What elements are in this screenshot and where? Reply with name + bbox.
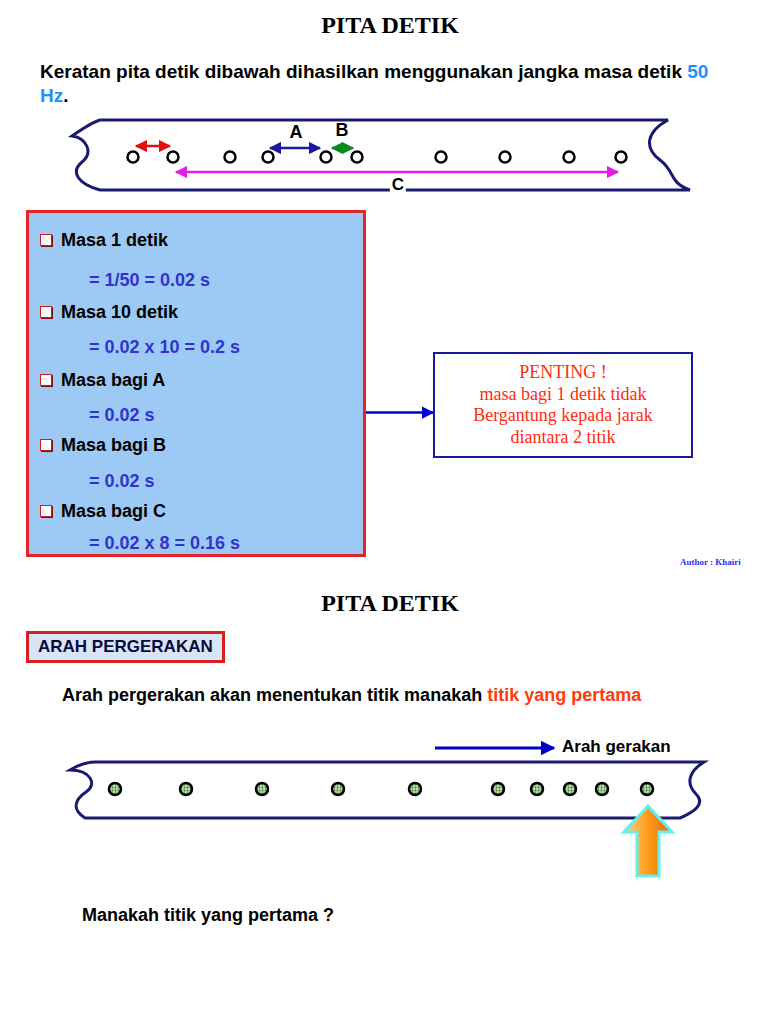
connector-arrow xyxy=(366,411,433,414)
ticker-tape xyxy=(70,762,704,818)
pointer-arrow xyxy=(624,806,672,876)
author-note: Author : Khairi xyxy=(680,558,741,568)
list-bullet xyxy=(40,439,52,451)
intro-text: . xyxy=(63,85,68,106)
ticker-dots xyxy=(109,783,653,795)
list-bullet xyxy=(40,306,52,318)
list-value: = 0.02 s xyxy=(89,404,155,426)
info-panel: Masa 1 detik = 1/50 = 0.02 s Masa 10 detik… xyxy=(26,210,366,557)
note-heading: PENTING ! xyxy=(445,362,681,384)
interval-label: A xyxy=(290,123,303,143)
interval-label: B xyxy=(336,121,349,141)
intro-text: Keratan pita detik dibawah dihasilkan me… xyxy=(40,61,682,82)
interval-c-arrow xyxy=(176,171,618,174)
list-value: = 0.02 s xyxy=(89,470,155,492)
list-value: = 1/50 = 0.02 s xyxy=(89,269,210,291)
list-bullet xyxy=(40,374,52,386)
list-item: Masa 10 detik xyxy=(61,301,178,323)
interval-b-arrow xyxy=(332,147,353,150)
list-item: Masa 1 detik xyxy=(61,229,168,251)
ticker-dots xyxy=(128,152,627,163)
text-line: Arah pergerakan akan menentukan titik ma… xyxy=(62,684,762,707)
list-item: Masa bagi C xyxy=(61,500,166,522)
ticker-tape xyxy=(72,120,690,190)
highlight-text: titik yang pertama xyxy=(487,685,641,705)
text-line: Keratan pita detik dibawah dihasilkan me… xyxy=(40,60,730,108)
list-item: Masa bagi B xyxy=(61,434,166,456)
slide-title: PITA DETIK xyxy=(321,590,459,616)
tick-interval-arrow xyxy=(136,145,170,148)
motion-arrow xyxy=(435,747,554,750)
list-value: = 0.02 x 8 = 0.16 s xyxy=(89,532,240,554)
motion-label: Arah gerakan xyxy=(562,738,671,757)
body-text: Arah pergerakan akan menentukan titik ma… xyxy=(62,685,482,705)
list-bullet xyxy=(40,505,52,517)
heading-label: ARAH PERGERAKAN xyxy=(38,637,213,657)
heading-box: ARAH PERGERAKAN xyxy=(26,631,225,663)
question-text: Manakah titik yang pertama ? xyxy=(82,906,334,926)
note-body: masa bagi 1 detik tidak Bergantung kepad… xyxy=(445,384,681,449)
list-value: = 0.02 x 10 = 0.2 s xyxy=(89,336,240,358)
note-box: PENTING !masa bagi 1 detik tidak Bergant… xyxy=(433,352,693,458)
list-bullet xyxy=(40,234,52,246)
list-item: Masa bagi A xyxy=(61,369,165,391)
interval-label: C xyxy=(390,176,406,195)
slide-title: PITA DETIK xyxy=(321,12,459,39)
interval-a-arrow xyxy=(270,147,320,150)
